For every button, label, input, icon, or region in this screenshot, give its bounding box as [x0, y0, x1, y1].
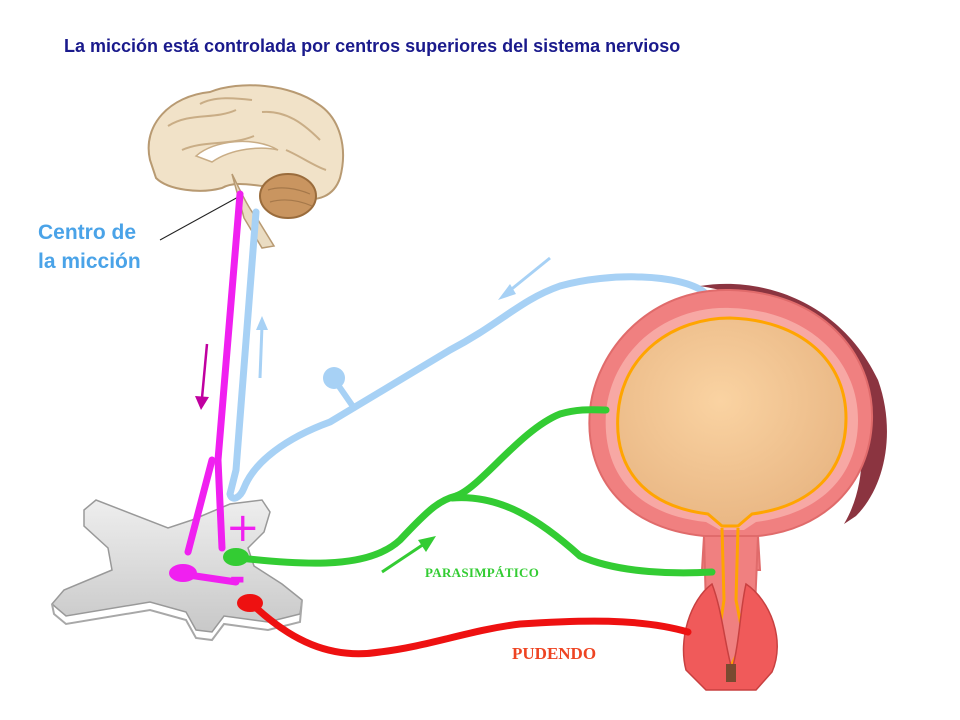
- bladder-lumen: [616, 316, 848, 528]
- micturition-center-label: Centro de la micción: [38, 218, 141, 276]
- ascending-arrow-shaft-1: [258, 325, 264, 379]
- brain-corpus-callosum: [194, 140, 279, 163]
- ascending-arrow-icon-1: [256, 316, 268, 330]
- parasympathetic-label: PARASIMPÁTICO: [425, 565, 540, 580]
- ascending-pathway: [226, 208, 708, 502]
- descending-fiber-2: [184, 456, 216, 556]
- brain-stem: [231, 173, 276, 249]
- ascending-fiber: [226, 208, 708, 502]
- micturition-center-label-line1: Centro de: [38, 221, 137, 244]
- descending-arrow-shaft: [200, 343, 209, 399]
- parasympathetic-neuron: [223, 548, 249, 566]
- descending-fiber-1: [214, 190, 244, 552]
- inhibitory-sign: -: [229, 555, 246, 601]
- parasympathetic-arrow-shaft: [381, 542, 425, 574]
- micturition-center-label-line2: la micción: [38, 250, 141, 273]
- pudendal-neuron: [237, 594, 263, 612]
- afferent-ganglion: [323, 367, 345, 389]
- center-pointer-line: [159, 195, 241, 241]
- inhibitory-neuron: [169, 564, 197, 582]
- excitatory-sign: +: [226, 505, 260, 551]
- brain-cerebellum: [259, 173, 317, 219]
- page-title: La micción está controlada por centros s…: [64, 36, 681, 56]
- urethra-outlet: [726, 664, 736, 682]
- afferent-arrow-shaft-2: [507, 256, 551, 294]
- pudendal-pathway: [237, 594, 692, 658]
- parasympathetic-pathway: [223, 406, 716, 577]
- pudendal-label: PUDENDO: [512, 644, 597, 663]
- parasympathetic-branch: [448, 494, 716, 577]
- afferent-arrow-icon-2: [498, 284, 516, 300]
- parasympathetic-arrow-icon: [418, 536, 436, 552]
- bladder: [588, 283, 887, 691]
- pudendal-fiber: [248, 600, 692, 658]
- urethral-sphincter: [682, 582, 778, 691]
- descending-pathway: [169, 190, 244, 586]
- brain: [147, 84, 344, 249]
- descending-arrow-icon: [195, 396, 209, 410]
